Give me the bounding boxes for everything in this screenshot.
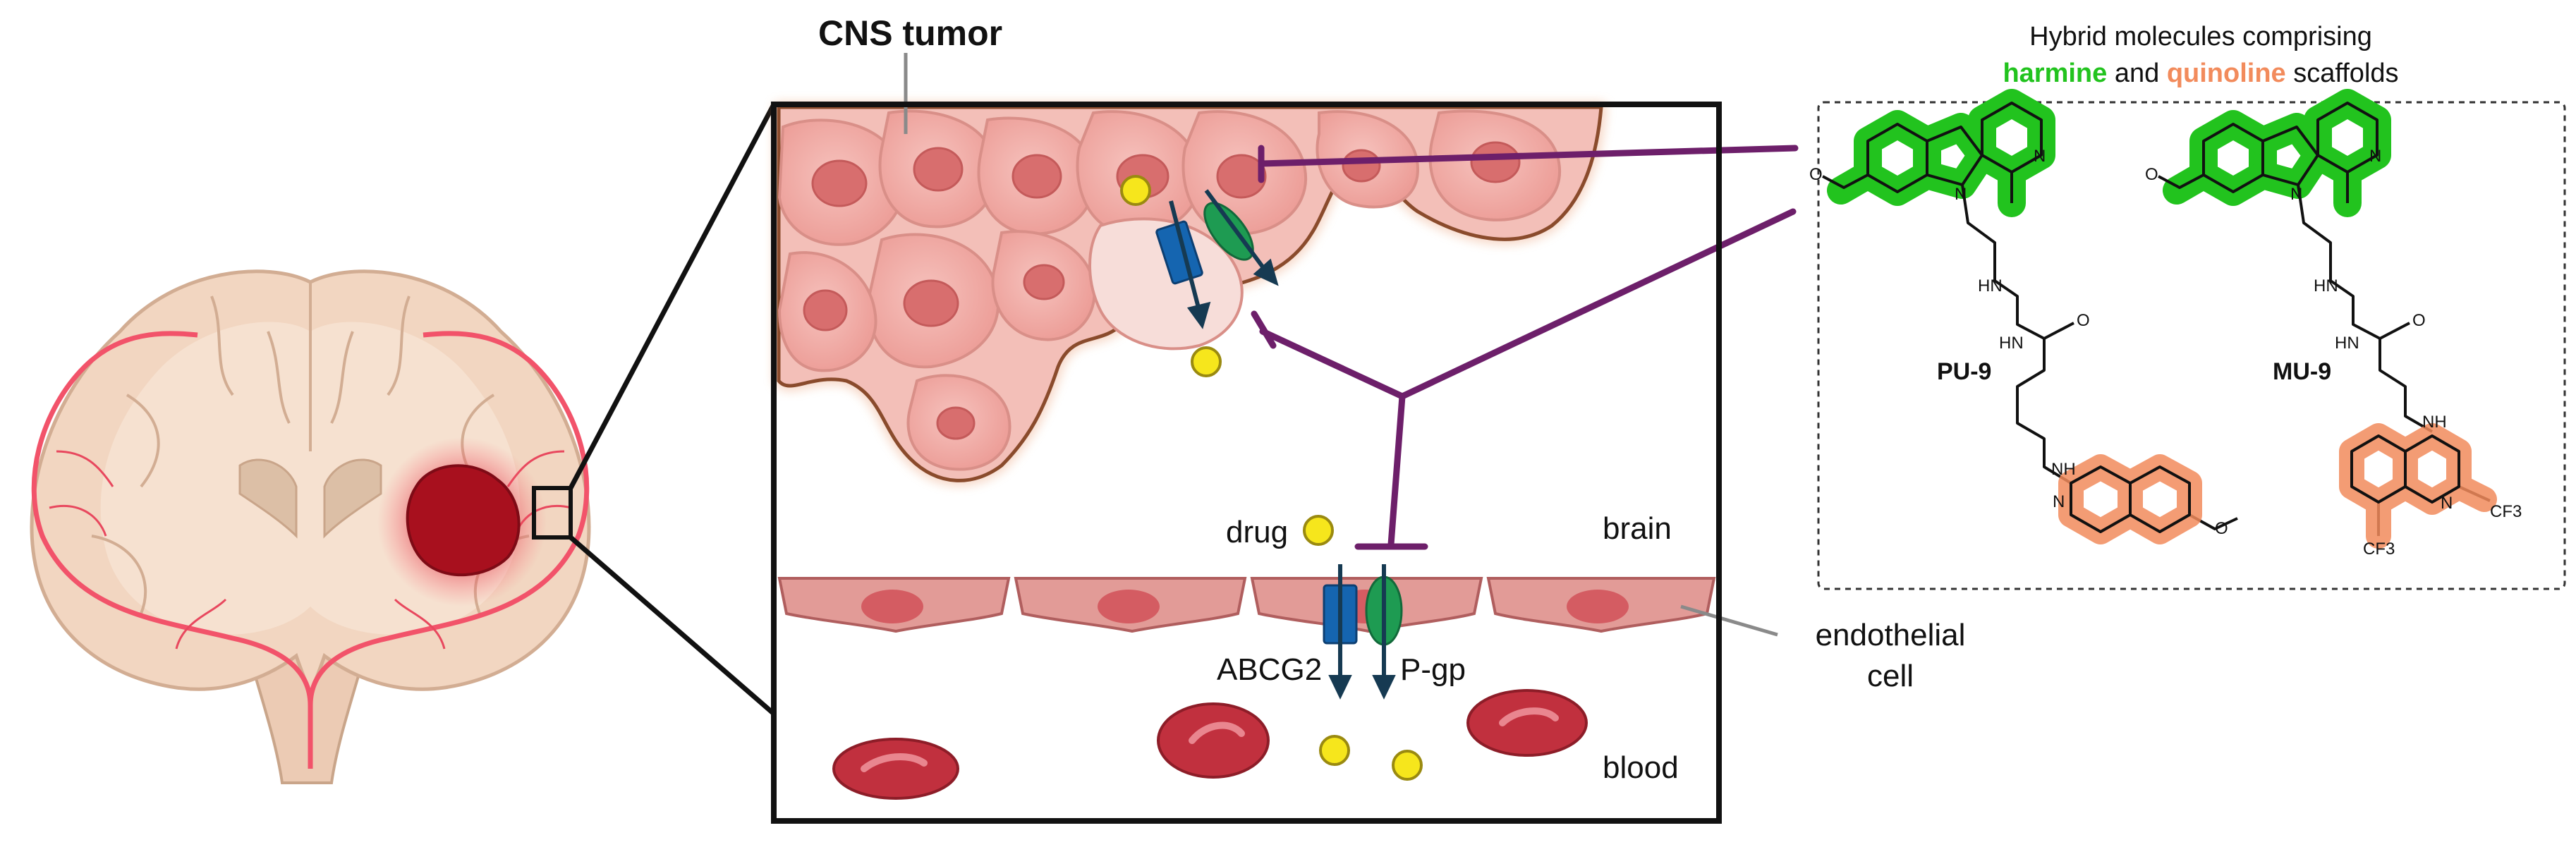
blood-label: blood <box>1603 750 1679 785</box>
mu9-label: MU-9 <box>2273 358 2332 385</box>
hybrid-title-line1: Hybrid molecules comprising <box>2029 22 2372 51</box>
brain-label: brain <box>1603 511 1672 546</box>
atom-o: O <box>2215 519 2228 538</box>
atom-o: O <box>1809 165 1823 184</box>
red-blood-cell <box>1466 689 1588 757</box>
red-blood-cell <box>1157 702 1270 779</box>
atom-n: N <box>1955 185 1967 204</box>
efflux-arrows-tumor <box>1169 189 1279 329</box>
zoom-panel-frame <box>771 102 1722 824</box>
drug-molecules <box>1120 175 1423 781</box>
endothelial-label-pointer <box>1680 604 1778 637</box>
mu9-structure <box>2158 89 2497 549</box>
atom-o: O <box>2077 311 2090 330</box>
brain-tumor <box>406 464 521 577</box>
atom-n: N <box>2290 185 2303 204</box>
hybrid-molecules-title: Hybrid molecules comprising harmine and … <box>1989 18 2412 92</box>
atom-n: N <box>2034 147 2046 166</box>
and-label: and <box>2107 59 2167 88</box>
atom-cf3: CF3 <box>2363 540 2395 559</box>
atom-hn: HN <box>1978 276 2003 296</box>
abcg2-transporter-tumor <box>1155 220 1203 285</box>
atom-o: O <box>2412 311 2426 330</box>
brain-section-illustration <box>30 269 591 784</box>
pgp-label: P-gp <box>1400 652 1466 687</box>
atom-nh: NH <box>2422 413 2447 432</box>
cns-tumor-label: CNS tumor <box>818 13 1003 53</box>
atom-hn: HN <box>1999 334 2024 353</box>
tumor-cell-cluster <box>775 104 1605 485</box>
atom-hn: HN <box>2314 276 2338 296</box>
zoom-lines <box>568 103 777 716</box>
brain-vessels <box>31 331 590 769</box>
atom-o: O <box>2145 165 2158 184</box>
ventricles <box>238 458 382 539</box>
red-blood-cells <box>832 689 1588 800</box>
zoom-panel <box>774 53 1799 821</box>
endothelial-cell-label: endothelial cell <box>1815 618 1966 693</box>
atom-n: N <box>2441 494 2453 513</box>
quinoline-label: quinoline <box>2166 59 2286 88</box>
pu9-label: PU-9 <box>1937 358 1992 385</box>
inhibition-lines <box>1251 145 1799 550</box>
abcg2-label: ABCG2 <box>1217 652 1323 687</box>
zoom-box <box>532 486 573 540</box>
red-blood-cell <box>832 738 959 800</box>
harmine-label: harmine <box>2003 59 2108 88</box>
efflux-arrows-endothelium <box>1328 564 1396 700</box>
pu9-structure <box>1822 89 2238 544</box>
atom-hn: HN <box>2335 334 2359 353</box>
scaffolds-label: scaffolds <box>2285 59 2399 88</box>
atom-n: N <box>2053 492 2065 511</box>
pgp-transporter-tumor <box>1203 202 1254 261</box>
atom-cf3: CF3 <box>2490 502 2522 521</box>
atom-n: N <box>2369 147 2382 166</box>
atom-nh: NH <box>2051 460 2076 479</box>
drug-label: drug <box>1226 515 1289 549</box>
